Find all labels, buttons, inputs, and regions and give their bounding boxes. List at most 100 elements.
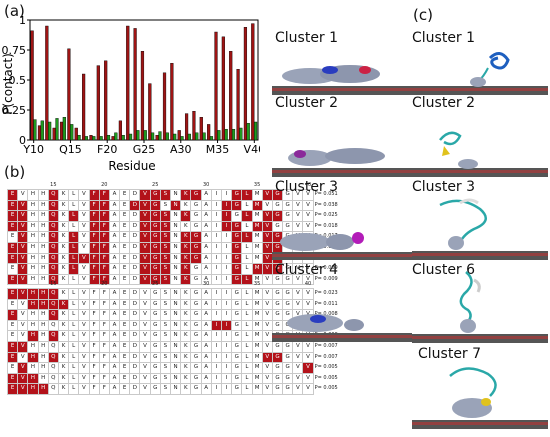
residue-cell: H [37,362,49,374]
residue-cell: I [210,340,222,353]
residue-cell: V [139,351,151,364]
residue-cell: V [139,372,151,385]
snapshot-right-2 [412,131,548,177]
residue-cell: F [88,330,100,342]
residue-cell: G [190,288,202,300]
residue-cell: I [220,309,233,321]
residue-cell: H [27,199,39,212]
residue-cell: G [231,263,243,275]
index-cell [232,280,242,289]
residue-cell: E [119,288,131,300]
index-cell [293,280,303,289]
residue-cell: M [251,263,263,275]
panel-label-c: (c) [413,6,433,24]
bar-green-38 [239,127,243,141]
residue-cell: K [180,309,192,321]
y-tick-label: 0.25 [2,104,27,117]
residue-cell: V [78,362,90,374]
y-tick-label: 0 [19,134,26,147]
residue-cell: V [302,383,314,395]
bar-red-28 [162,72,167,141]
residue-cell: S [159,189,172,201]
index-cell [242,280,252,289]
index-cell: 15 [50,182,57,188]
residue-cell: I [210,199,222,212]
residue-cell: M [251,372,263,385]
bar-red-16 [74,127,78,141]
residue-cell: V [17,362,29,374]
residue-cell: V [78,241,90,254]
probability-label: P= 0.023 [314,290,338,296]
bar-green-18 [92,136,96,141]
residue-cell: Q [47,263,59,275]
residue-cell: V [17,298,29,311]
residue-cell: Q [47,231,59,243]
residue-cell: F [98,210,110,222]
residue-cell: M [251,288,263,300]
residue-cell: V [302,210,314,222]
residue-cell: G [231,231,243,243]
index-cell [221,280,231,289]
residue-cell: E [119,220,131,233]
residue-cell: K [180,340,192,353]
residue-cell: V [139,309,151,321]
residue-cell: D [129,220,141,233]
residue-cell: I [220,319,233,332]
index-cell [232,181,242,190]
index-cell [18,280,28,289]
residue-cell: L [68,199,80,212]
residue-cell: A [108,241,121,254]
index-cell: 15 [50,281,57,287]
residue-cell: V [78,351,90,364]
bar-green-10 [33,119,37,141]
residue-cell: A [108,231,121,243]
residue-cell: H [27,263,39,275]
bar-red-17 [82,73,86,141]
residue-cell: K [180,241,192,254]
index-cell [211,280,221,289]
x-tick-label: Q15 [59,143,82,156]
index-cell [262,280,272,289]
residue-cell: G [149,189,161,201]
residue-cell: K [180,288,192,300]
residue-cell: V [292,362,304,374]
residue-cell: I [210,372,222,385]
residue-cell: G [271,351,284,364]
residue-cell: K [180,362,192,374]
residue-cell: S [159,351,172,364]
bar-red-25 [140,51,145,141]
residue-cell: V [139,340,151,353]
index-cell [140,280,150,289]
index-cell [140,181,150,190]
residue-cell: E [6,199,19,212]
residue-cell: I [210,298,222,311]
x-tick-label: M35 [206,143,230,156]
bar-red-21 [111,136,115,141]
bar-red-13 [52,127,56,141]
residue-cell: L [68,330,80,342]
residue-cell: L [68,231,80,243]
residue-cell: V [78,330,90,342]
residue-cell: F [98,199,110,212]
residue-cell: L [241,340,253,353]
residue-cell: M [251,351,263,364]
residue-cell: M [251,241,263,254]
residue-cell: Q [47,241,59,254]
bar-green-13 [55,118,59,141]
residue-cell: G [231,362,243,374]
residue-cell: A [200,330,212,342]
residue-cell: F [98,263,110,275]
bar-green-25 [143,130,147,141]
index-cell [171,280,181,289]
residue-cell: V [139,220,151,233]
residue-cell: V [302,288,314,300]
residue-cell: V [261,372,273,385]
residue-cell: K [57,252,70,265]
index-cell: 30 [202,281,210,287]
residue-cell: G [190,231,202,243]
residue-cell: A [200,340,212,353]
